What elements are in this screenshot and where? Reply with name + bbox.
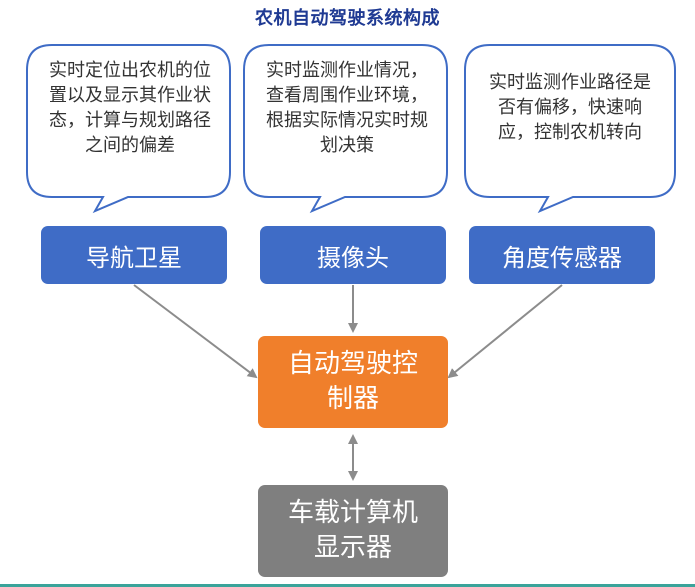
node-camera-label: 摄像头 <box>317 243 389 272</box>
node-angle-sensor: 角度传感器 <box>469 226 655 284</box>
bubble-text-camera: 实时监测作业情况，查看周围作业环境，根据实际情况实时规划决策 <box>266 60 428 156</box>
arrow-navigation-to-controller <box>133 284 258 379</box>
arrow-angle-sensor-to-controller <box>447 284 563 379</box>
node-onboard-computer-display-line1: 车载计算机 <box>287 498 418 528</box>
bubble-text-angle-sensor: 实时监测作业路径是否有偏移，快速响应，控制农机转向 <box>489 72 651 143</box>
node-navigation-satellite-label: 导航卫星 <box>86 243 182 272</box>
node-autopilot-controller-line2: 制器 <box>326 384 379 414</box>
node-onboard-computer-display-line2: 显示器 <box>313 533 392 563</box>
node-navigation-satellite: 导航卫星 <box>41 226 227 284</box>
node-autopilot-controller: 自动驾驶控 制器 <box>258 336 448 428</box>
node-onboard-computer-display: 车载计算机 显示器 <box>258 485 448 577</box>
node-camera: 摄像头 <box>260 226 446 284</box>
node-angle-sensor-label: 角度传感器 <box>502 243 622 272</box>
bubble-text-navigation: 实时定位出农机的位置以及显示其作业状态，计算与规划路径之间的偏差 <box>49 60 211 156</box>
bottom-accent-bar <box>0 584 695 587</box>
diagram-title: 农机自动驾驶系统构成 <box>255 8 440 29</box>
node-autopilot-controller-line1: 自动驾驶控 <box>287 349 418 379</box>
